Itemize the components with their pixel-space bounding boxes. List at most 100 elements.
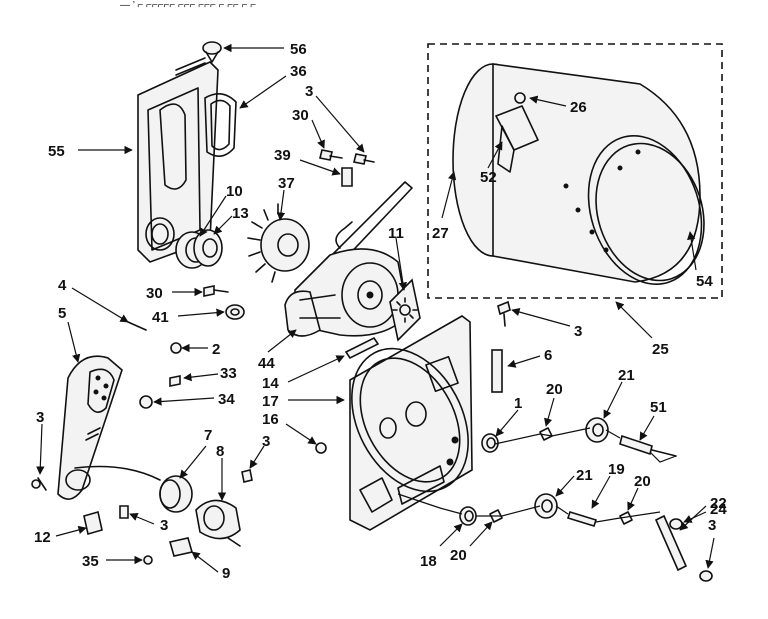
glide-part-6	[491, 349, 503, 393]
blower-wheel-part-37	[247, 203, 310, 283]
svg-text:52: 52	[480, 169, 497, 186]
lint-seal-part-14	[344, 336, 380, 360]
sun-heater-icon	[392, 297, 418, 323]
callout-8: 8	[216, 443, 227, 501]
callout-7: 7	[179, 427, 212, 479]
svg-text:3: 3	[262, 433, 270, 450]
svg-text:20: 20	[546, 381, 563, 398]
callout-19: 19	[591, 461, 625, 509]
svg-text:19: 19	[608, 461, 625, 478]
svg-text:24: 24	[710, 501, 727, 518]
callout-21-a: 21	[603, 367, 635, 419]
bearing-ring-part-13	[193, 229, 223, 267]
callout-11: 11	[388, 225, 408, 291]
callout-4: 4	[58, 277, 129, 323]
svg-text:6: 6	[544, 347, 552, 364]
callout-52: 52	[480, 141, 503, 186]
callout-21-b: 21	[555, 467, 593, 497]
washer-part-24	[669, 518, 683, 530]
callout-56: 56	[223, 41, 307, 58]
svg-text:44: 44	[258, 355, 275, 372]
screw-part-30-top	[319, 149, 343, 161]
bracket-part-12	[83, 510, 103, 536]
callout-37: 37	[276, 175, 295, 221]
screw-part-30-left	[203, 285, 229, 297]
roller-part-18	[459, 506, 477, 526]
svg-text:34: 34	[218, 391, 235, 408]
screw-part-3-motor	[241, 469, 253, 483]
svg-text:22: 22	[710, 495, 727, 512]
screw-part-4	[127, 321, 147, 331]
bracket-part-22	[654, 514, 688, 572]
screw-part-3-bulkhead	[497, 300, 511, 327]
callout-3-far-left: 3	[36, 409, 45, 475]
header-fragment: — ’ ⌐ ⌐⌐⌐⌐⌐ ⌐⌐⌐ ⌐⌐⌐ ⌐ ⌐⌐ ⌐ ⌐	[120, 0, 256, 11]
svg-text:17: 17	[262, 393, 279, 410]
svg-text:14: 14	[262, 375, 279, 392]
svg-text:20: 20	[450, 547, 467, 564]
roller-part-21-b	[534, 493, 558, 519]
svg-text:27: 27	[432, 225, 449, 242]
callout-10: 10	[199, 183, 243, 237]
callout-33: 33	[183, 365, 237, 382]
svg-text:37: 37	[278, 175, 295, 192]
svg-text:36: 36	[290, 63, 307, 80]
callout-3-lower-left: 3	[129, 513, 168, 534]
callout-51: 51	[639, 399, 667, 441]
ring-part-20-b	[619, 511, 633, 525]
washer-part-34	[139, 395, 153, 409]
callout-6: 6	[507, 347, 552, 368]
svg-text:30: 30	[292, 107, 309, 124]
callout-20-a: 20	[544, 381, 563, 427]
svg-text:1: 1	[514, 395, 522, 412]
svg-text:3: 3	[708, 517, 716, 534]
roller-part-21-a	[585, 417, 609, 443]
svg-text:10: 10	[226, 183, 243, 200]
svg-text:7: 7	[204, 427, 212, 444]
screw-part-56	[202, 41, 222, 63]
svg-text:2: 2	[212, 341, 220, 358]
callout-17: 17	[262, 393, 345, 410]
callout-14: 14	[262, 355, 345, 392]
callout-20-c: 20	[450, 521, 493, 564]
idler-arm-part-5	[57, 355, 161, 500]
screw-part-16	[315, 442, 327, 454]
svg-text:3: 3	[305, 83, 313, 100]
svg-text:8: 8	[216, 443, 224, 460]
svg-text:5: 5	[58, 305, 66, 322]
callout-55: 55	[48, 143, 133, 160]
svg-text:21: 21	[576, 467, 593, 484]
callout-3-bottom-right: 3	[705, 517, 716, 569]
svg-text:25: 25	[652, 341, 669, 358]
roller-part-1	[481, 433, 499, 453]
callout-30-left: 30	[146, 285, 203, 302]
callout-16: 16	[262, 411, 317, 445]
svg-text:3: 3	[160, 517, 168, 534]
svg-text:39: 39	[274, 147, 291, 164]
svg-text:3: 3	[36, 409, 44, 426]
callout-9: 9	[191, 551, 230, 582]
svg-text:41: 41	[152, 309, 169, 326]
seal-part-36	[204, 93, 237, 157]
callout-3-top: 3	[305, 83, 365, 153]
callout-18: 18	[420, 523, 463, 570]
screw-part-2	[170, 342, 182, 354]
callout-26: 26	[529, 95, 587, 116]
callout-13: 13	[213, 205, 249, 235]
callout-3-bulkhead: 3	[511, 307, 582, 340]
callout-5: 5	[58, 305, 81, 363]
callout-39: 39	[274, 147, 341, 176]
callout-36: 36	[239, 63, 307, 109]
svg-text:56: 56	[290, 41, 307, 58]
bulkhead-part-17	[349, 315, 473, 531]
callout-30-top: 30	[292, 107, 325, 149]
callout-44: 44	[258, 329, 297, 372]
svg-text:55: 55	[48, 143, 65, 160]
motor-part-8	[195, 499, 241, 547]
svg-text:26: 26	[570, 99, 587, 116]
svg-text:12: 12	[34, 529, 51, 546]
screw-part-3-top	[353, 153, 375, 165]
screw-part-33	[169, 375, 181, 387]
callout-22: 22	[679, 495, 727, 531]
